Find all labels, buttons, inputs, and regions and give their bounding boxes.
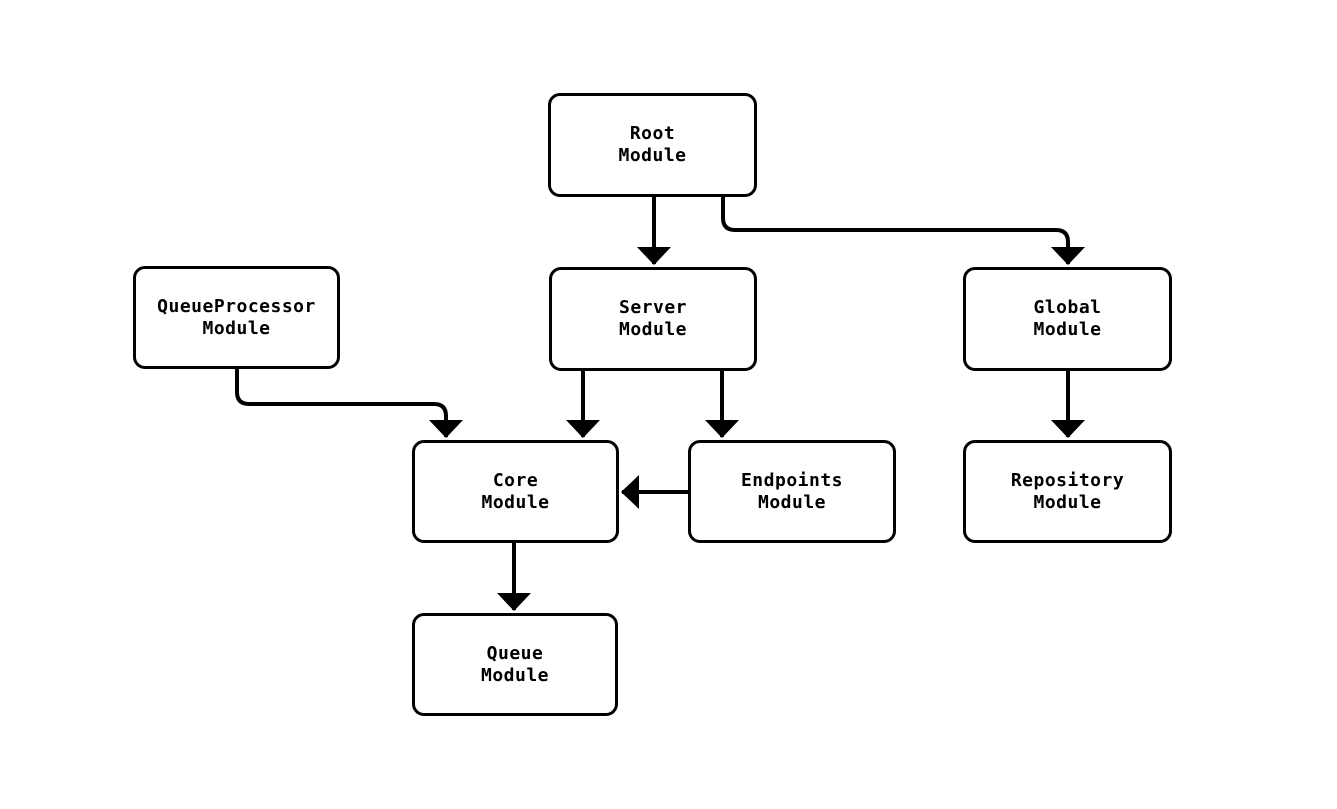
- node-label-line: Module: [1033, 491, 1102, 513]
- node-label-line: Core: [492, 469, 539, 491]
- edge-queueprocessor-to-core: [235, 369, 463, 438]
- node-label-line: Queue: [486, 642, 544, 664]
- node-label-line: Module: [1033, 319, 1102, 340]
- node-label-line: Module: [618, 145, 687, 166]
- edge-root-to-global: [721, 197, 1085, 265]
- node-label-line: Module: [202, 317, 271, 339]
- node-label-line: Root: [629, 123, 676, 144]
- node-label-line: Module: [481, 491, 550, 513]
- node-label-line: Endpoints: [740, 469, 844, 491]
- node-label-line: Global: [1033, 297, 1102, 318]
- node-label-line: QueueProcessor: [157, 295, 316, 317]
- node-label-line: Module: [757, 491, 827, 513]
- node-label-line: Module: [618, 319, 688, 340]
- node-label-line: Server: [618, 297, 688, 318]
- node-label-line: Repository: [1010, 469, 1125, 491]
- node-label-line: Module: [480, 664, 550, 686]
